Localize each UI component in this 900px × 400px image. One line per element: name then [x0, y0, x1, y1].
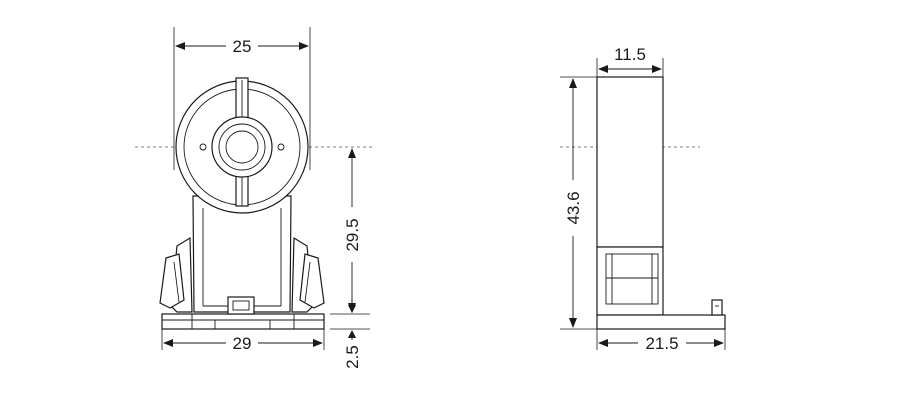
dimension-center-height: 29.5 — [330, 148, 370, 315]
left-latch — [159, 236, 193, 313]
socket-head — [175, 77, 309, 214]
right-latch — [291, 236, 325, 313]
right-pin-hole — [277, 143, 285, 151]
base-plate — [161, 313, 325, 330]
dimension-total-height: 43.6 — [560, 76, 597, 330]
side-view: 11.5 43.6 21.5 — [560, 45, 726, 353]
dimension-width-top: 25 — [173, 27, 311, 170]
dimension-width-top-label: 25 — [233, 37, 252, 56]
left-pin-hole — [199, 143, 207, 151]
side-body — [596, 76, 664, 248]
side-lower-section — [596, 246, 664, 316]
dimension-body-width-label: 11.5 — [614, 45, 646, 64]
dimension-base-thickness-label: 2.5 — [343, 345, 362, 369]
side-base-plate — [596, 299, 726, 330]
dimension-body-width: 11.5 — [596, 45, 664, 77]
dimension-base-thickness: 2.5 — [330, 298, 370, 369]
dimension-total-height-label: 43.6 — [564, 191, 583, 224]
front-view: 25 29 29.5 2.5 — [135, 27, 375, 369]
dimension-width-base: 29 — [161, 329, 325, 353]
dimension-base-width: 21.5 — [596, 329, 726, 353]
dimension-base-width-label: 21.5 — [645, 334, 678, 353]
side-tab — [711, 299, 723, 316]
center-clip — [227, 296, 255, 315]
dimension-width-base-label: 29 — [233, 334, 252, 353]
dimension-center-height-label: 29.5 — [343, 218, 362, 251]
